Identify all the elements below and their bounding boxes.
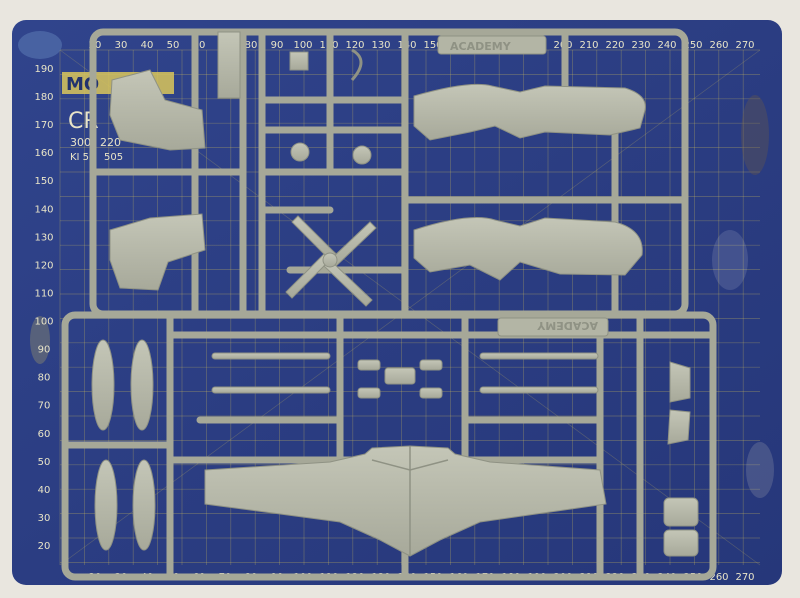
mat-scale-number: 50 — [167, 40, 180, 51]
grid-diagonal — [59, 49, 761, 566]
mat-scale-number: 50 — [38, 457, 51, 468]
mat-scale-number: 110 — [34, 289, 53, 300]
mat-scale-left: 190 180 170 160 150 140 130 120 110 100 90 80 70 60 50… — [34, 64, 53, 552]
propeller-part — [285, 215, 377, 307]
upper-sprue-frame — [89, 28, 689, 318]
drop-tank-part — [132, 459, 156, 551]
mat-scale-number: 160 — [34, 148, 53, 159]
mat-scale-number: 60 — [38, 429, 51, 440]
paint-smudge — [712, 230, 748, 290]
wheel-part — [290, 142, 310, 162]
small-part — [419, 359, 443, 371]
paint-smudge — [18, 31, 62, 59]
mat-scale-number: 230 — [631, 40, 650, 51]
mat-scale-number: 210 — [579, 40, 598, 51]
wing-wheel-well — [371, 459, 449, 471]
drop-tank-part — [91, 339, 115, 431]
small-part — [357, 359, 381, 371]
mat-scale-number: 30 — [38, 513, 51, 524]
mat-scale-number: 60 — [193, 40, 206, 51]
mat-scale-number: 180 — [34, 92, 53, 103]
sprue-frames — [61, 28, 717, 581]
mat-scale-number: 150 — [34, 176, 53, 187]
hoop-part — [350, 48, 363, 82]
mat-scale-number: 220 — [605, 40, 624, 51]
stabilizer-part — [667, 409, 691, 445]
mat-scale-number: 40 — [38, 485, 51, 496]
mat-scale-number: 260 — [709, 572, 728, 583]
canopy-part — [217, 31, 241, 99]
mat-scale-number: 190 — [34, 64, 53, 75]
mat-brand-text: KI 5 — [70, 152, 89, 163]
stabilizer-part — [669, 361, 691, 403]
mat-scale-number: 40 — [141, 40, 154, 51]
mat-scale-number: 240 — [657, 40, 676, 51]
sprue-tag-text: ACADEMY — [536, 319, 598, 332]
paint-smudge — [746, 442, 774, 498]
tail-fin-part — [109, 69, 206, 151]
small-block-part — [289, 51, 309, 71]
mat-scale-number: 260 — [709, 40, 728, 51]
mat-scale-number: 120 — [34, 260, 53, 271]
main-wing-part — [204, 445, 607, 557]
small-part — [357, 387, 381, 399]
mat-scale-number: 130 — [34, 232, 53, 243]
sprue-tag-text: ACADEMY — [450, 40, 512, 53]
stabilizer-part — [663, 497, 699, 527]
mat-scale-number: 270 — [735, 40, 754, 51]
mat-scale-number: 30 — [115, 40, 128, 51]
drop-tank-part — [94, 459, 118, 551]
small-part — [384, 367, 416, 385]
mat-scale-number: 90 — [271, 40, 284, 51]
mat-brand-text: 300 — [70, 136, 91, 149]
mat-scale-number: 90 — [38, 345, 51, 356]
sprue-tag-lower: ACADEMY — [497, 317, 609, 337]
stabilizer-part — [663, 529, 699, 557]
mat-scale-number: 250 — [683, 40, 702, 51]
mat-scale-number: 100 — [293, 40, 312, 51]
strut-part — [211, 352, 331, 360]
strut-part — [479, 352, 599, 360]
mat-scale-number: 80 — [245, 40, 258, 51]
mat-brand-text: 220 — [100, 136, 121, 149]
mat-scale-number: 130 — [371, 40, 390, 51]
small-part — [419, 387, 443, 399]
paint-smudge — [741, 95, 769, 175]
strut-part — [479, 386, 599, 394]
mat-scale-number: 100 — [34, 317, 53, 328]
mat-scale-number: 20 — [38, 541, 51, 552]
mat-scale-number: 120 — [345, 40, 364, 51]
sprue-tag-upper: ACADEMY — [437, 35, 547, 55]
fuselage-half-upper — [413, 83, 646, 141]
drop-tank-part — [130, 339, 154, 431]
mat-scale-number: 270 — [735, 572, 754, 583]
mat-scale-number: 140 — [34, 204, 53, 215]
mat-brand-text: 505 — [104, 152, 123, 163]
strut-part — [211, 386, 331, 394]
mat-scale-number: 150 — [423, 40, 442, 51]
tail-fin-part — [109, 213, 206, 291]
fuselage-half-lower — [413, 217, 643, 281]
kit-parts — [91, 31, 699, 557]
paint-smudge — [30, 316, 50, 364]
mat-scale-number: 70 — [38, 401, 51, 412]
mat-scale-number: 80 — [38, 373, 51, 384]
mat-scale-number: 170 — [34, 120, 53, 131]
mat-surface — [12, 20, 782, 585]
lower-sprue-frame — [61, 311, 717, 581]
round-part — [352, 145, 372, 165]
